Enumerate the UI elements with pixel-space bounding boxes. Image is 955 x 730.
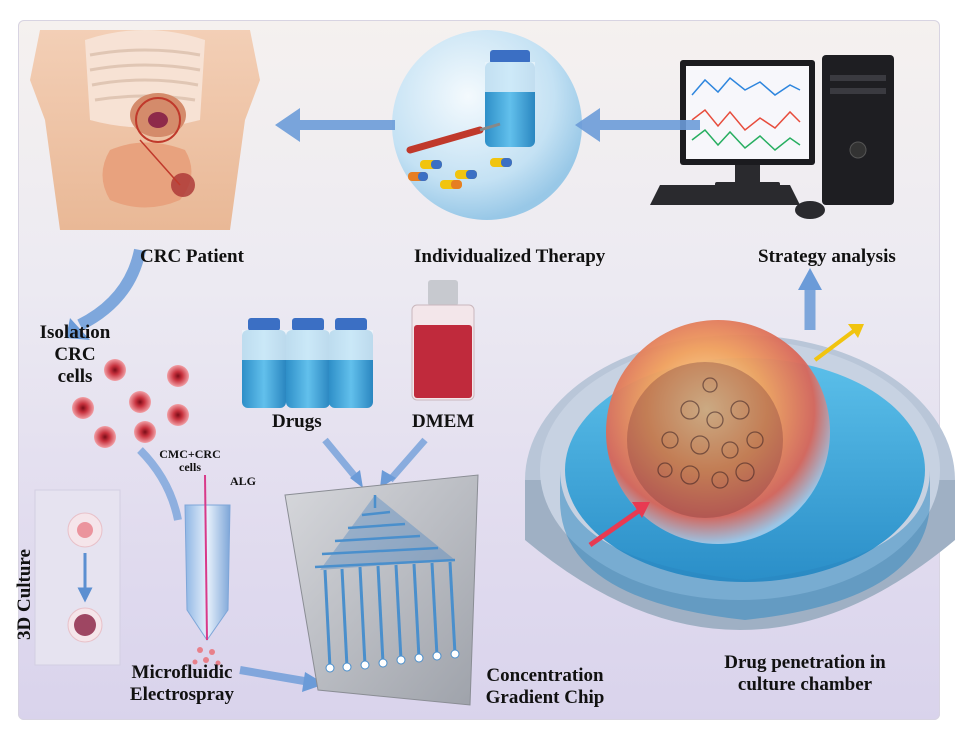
label-drug-penetration: Drug penetration in culture chamber — [700, 652, 910, 696]
arrow-head-analysis — [798, 268, 822, 290]
drug-bottle-icon — [242, 318, 286, 408]
label-cmc-crc: CMC+CRC cells — [158, 448, 222, 474]
label-cmc-crc-line2: cells — [179, 460, 201, 474]
crc-cells-cluster — [72, 359, 189, 448]
gradient-chip-icon — [284, 474, 479, 706]
cell-icon — [72, 397, 94, 419]
drug-bottle-icon — [329, 318, 373, 408]
cell-icon — [129, 391, 151, 413]
label-isolation-line3: cells — [57, 366, 93, 387]
arrow-head-isolation — [66, 318, 90, 340]
drug-bottles — [242, 318, 373, 408]
label-concentration-gradient-chip: Concentration Gradient Chip — [470, 665, 620, 709]
cell-icon — [167, 365, 189, 387]
label-crc-patient: CRC Patient — [140, 246, 244, 267]
label-alg: ALG — [230, 474, 257, 488]
cell-icon — [94, 426, 116, 448]
arrow-therapy-to-patient — [275, 108, 395, 142]
label-isolation: Isolation CRC cells — [30, 322, 120, 388]
penetration-arrow-red — [588, 507, 642, 548]
label-gradient-line2: Gradient Chip — [485, 687, 605, 708]
arrow-dmem-to-chip — [387, 437, 428, 483]
arrow-computer-to-therapy — [575, 108, 700, 142]
label-individualized-therapy: Individualized Therapy — [414, 246, 606, 267]
label-microfluidic-line2: Electrospray — [129, 684, 235, 705]
medicine-bubble-icon — [392, 30, 582, 220]
label-drugs: Drugs — [272, 411, 322, 432]
label-dmem: DMEM — [412, 411, 475, 432]
label-microfluidic-electrospray: Microfluidic Electrospray — [112, 662, 252, 706]
label-3d-culture: 3D Culture — [14, 549, 35, 640]
arrow-cells-to-electrospray — [137, 447, 182, 521]
label-isolation-line2: CRC — [54, 344, 96, 365]
arrow-patient-to-isolation — [77, 248, 146, 331]
flow-arrows — [275, 108, 700, 142]
human-torso-icon — [30, 30, 260, 230]
arrow-electrospray-to-chip — [239, 666, 311, 686]
drug-bottle-icon — [286, 318, 330, 408]
label-isolation-line1: Isolation — [39, 322, 111, 343]
penetration-arrow-yellow — [813, 328, 857, 362]
organoid-icon — [606, 320, 830, 544]
label-cmc-crc-line1: CMC+CRC — [159, 447, 221, 461]
label-penetration-line2: culture chamber — [737, 674, 873, 695]
cell-icon — [104, 359, 126, 381]
computer-icon — [650, 55, 894, 219]
dmem-flask-icon — [411, 280, 475, 401]
label-gradient-line1: Concentration — [486, 665, 604, 686]
cell-icon — [134, 421, 156, 443]
cell-icon — [167, 404, 189, 426]
electrospray-tube-icon — [184, 474, 231, 666]
label-penetration-line1: Drug penetration in — [724, 652, 886, 673]
arrow-drugs-to-chip — [322, 437, 361, 483]
label-microfluidic-line1: Microfluidic — [131, 662, 233, 683]
label-strategy-analysis: Strategy analysis — [758, 246, 896, 267]
